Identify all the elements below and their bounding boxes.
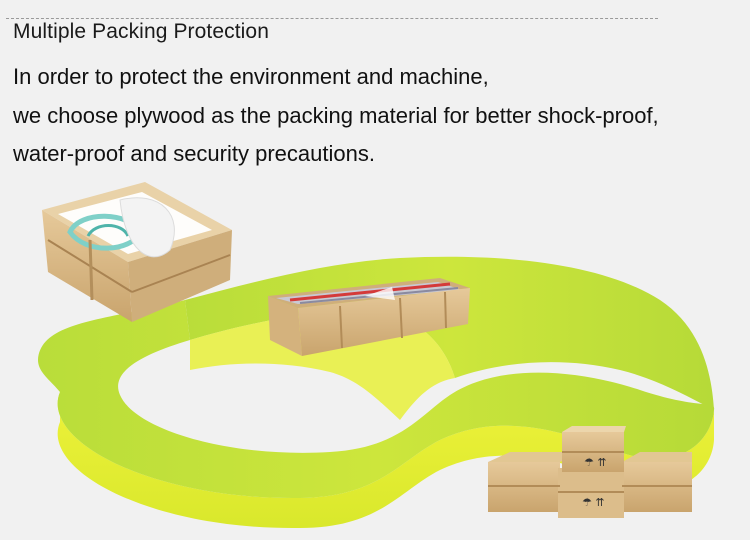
open-crate-with-wrapped-parts (42, 182, 232, 322)
description-text: In order to protect the environment and … (13, 58, 743, 174)
description-line-2: we choose plywood as the packing materia… (13, 102, 659, 128)
open-crate-with-metal-rails (268, 278, 470, 356)
description-line-1: In order to protect the environment and … (13, 64, 489, 89)
svg-text:☂ ⇈: ☂ ⇈ (584, 456, 607, 469)
section-title: Multiple Packing Protection (13, 20, 269, 43)
stacked-crates-with-fragile-symbols: ☂ ⇈ ☂ ⇈ (488, 426, 692, 518)
svg-text:☂ ⇈: ☂ ⇈ (582, 496, 605, 509)
top-dashed-divider (6, 18, 658, 19)
description-line-3: water-proof and security precautions. (13, 141, 375, 166)
